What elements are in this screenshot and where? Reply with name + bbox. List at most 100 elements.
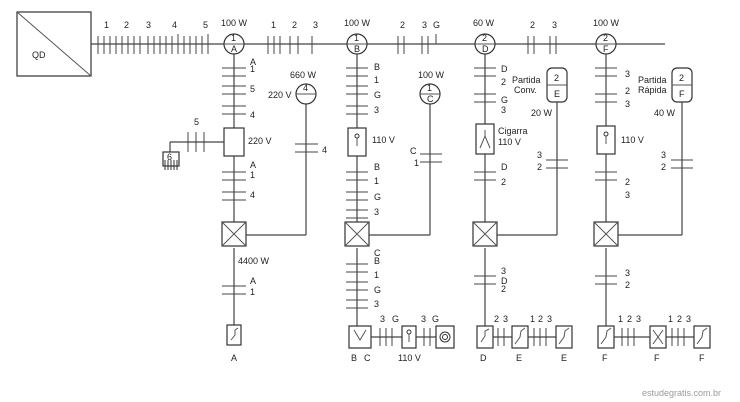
branch-220v-outlet: 5 6 — [162, 117, 224, 170]
wire-label: 1 — [374, 270, 379, 280]
buzzer — [475, 123, 495, 155]
wire-label: B — [374, 256, 380, 266]
wire-label: 3 — [380, 314, 385, 324]
wire-label: 1 — [374, 75, 379, 85]
wire-label: C — [374, 248, 381, 258]
tick-label: 3 — [146, 20, 151, 30]
switch-A — [226, 324, 242, 346]
wire-label: 1 — [618, 314, 623, 324]
wire-label: 2 — [625, 280, 630, 290]
wire-label: 3 — [686, 314, 691, 324]
wire-label: 3 — [661, 150, 666, 160]
lamp-1B: 100 W 1 B — [344, 18, 371, 55]
wire-label: 2 — [627, 314, 632, 324]
lamp-power: 20 W — [531, 108, 553, 118]
switch-label: A — [231, 353, 237, 363]
wire-label: 5 — [250, 84, 255, 94]
panel-label: QD — [32, 50, 46, 60]
starter-type: Conv. — [514, 85, 537, 95]
shower-power: 4400 W — [238, 256, 270, 266]
distribution-panel: QD — [16, 11, 92, 77]
wire-label: 3 — [501, 105, 506, 115]
branch-660w: 4 660 W 220 V 4 — [246, 70, 327, 236]
wire-label: D — [501, 276, 508, 286]
wire-label: G — [374, 90, 381, 100]
lamp-power: 40 W — [654, 108, 676, 118]
starter-type: Rápida — [638, 85, 667, 95]
branch-F: 3 2 3 2 3 3 2 110 V — [593, 54, 644, 326]
wire-label: 1 — [530, 314, 535, 324]
wire-label: 3 — [636, 314, 641, 324]
wire-label: B — [374, 162, 380, 172]
wire-label: 2 — [661, 162, 666, 172]
starter-type: Partida — [638, 75, 667, 85]
lamp-letter: B — [354, 44, 360, 54]
switch-label: B — [351, 353, 357, 363]
lamp-1C: 100 W 1 C C 1 — [369, 70, 445, 236]
outlet-label: 6 — [167, 152, 172, 162]
wire-label: G — [374, 285, 381, 295]
wire-label: 1 — [668, 314, 673, 324]
tick-label: 2 — [292, 20, 297, 30]
switch-label: E — [516, 353, 522, 363]
lamp-letter: F — [679, 89, 685, 99]
switch-label: C — [364, 353, 371, 363]
wire-label: 3 — [625, 99, 630, 109]
tick-label: 2 — [530, 20, 535, 30]
wire-label: 1 — [250, 64, 255, 74]
wire-label: G — [501, 95, 508, 105]
wire-label: 1 — [250, 170, 255, 180]
wire-label: 1 — [374, 176, 379, 186]
shower-box — [221, 221, 247, 247]
wire-label: 3 — [374, 299, 379, 309]
branch-A: A 1 5 4 A 1 4 A 1 220 V 4400 W A — [221, 54, 272, 363]
wire-label: 3 — [421, 314, 426, 324]
switch-label: E — [561, 353, 567, 363]
tick-label: 3 — [422, 20, 427, 30]
wire-label: A — [250, 276, 256, 286]
wire-label: 3 — [503, 314, 508, 324]
lamp-power: 60 W — [473, 18, 495, 28]
voltage-label: 220 V — [248, 136, 272, 146]
lamp-letter: A — [231, 44, 237, 54]
wire-label: 4 — [322, 145, 327, 155]
voltage-label: 110 V — [398, 353, 421, 363]
wire-label: 3 — [547, 314, 552, 324]
switch-label: F — [654, 353, 660, 363]
wire-label: 2 — [501, 77, 506, 87]
lamp-power: 100 W — [221, 18, 248, 28]
tick-label: 3 — [552, 20, 557, 30]
wire-label: 3 — [625, 268, 630, 278]
wire-label: 3 — [374, 105, 379, 115]
wire-label: 3 — [625, 190, 630, 200]
tick-label: G — [433, 20, 440, 30]
wire-label: 2 — [537, 162, 542, 172]
wire-label: 2 — [677, 314, 682, 324]
wire-label: 2 — [501, 177, 506, 187]
tick-label: 1 — [271, 20, 276, 30]
switch-group-DE: 2 3 1 2 3 D E E — [476, 314, 573, 363]
lamp-number: 2 — [482, 33, 487, 43]
watermark: estudegratis.com.br — [642, 388, 721, 398]
tick-label: 5 — [203, 20, 208, 30]
lamp-letter: C — [427, 94, 434, 104]
lamp-number: 2 — [554, 73, 559, 83]
tick-label: 3 — [313, 20, 318, 30]
lamp-number: 2 — [603, 33, 608, 43]
junction-box-D — [472, 221, 498, 247]
wire-label: 1 — [414, 158, 419, 168]
junction-box-B — [344, 221, 370, 247]
wire-label: 2 — [501, 284, 506, 294]
wire-label: 2 — [494, 314, 499, 324]
voltage-label: 110 V — [372, 135, 395, 145]
lamp-letter: F — [603, 44, 609, 54]
branch-D: D 2 G 3 D 2 3 D 2 Cigarra 110 V — [472, 54, 528, 326]
lamp-2F: 100 W 2 F — [593, 18, 620, 55]
outlet-110v-F — [596, 125, 616, 155]
wire-label: 3 — [501, 266, 506, 276]
wire-label: 2 — [538, 314, 543, 324]
lamp-number: 1 — [354, 33, 359, 43]
lamp-number: 1 — [231, 33, 236, 43]
tick-label: 2 — [124, 20, 129, 30]
junction-box-F — [593, 221, 619, 247]
